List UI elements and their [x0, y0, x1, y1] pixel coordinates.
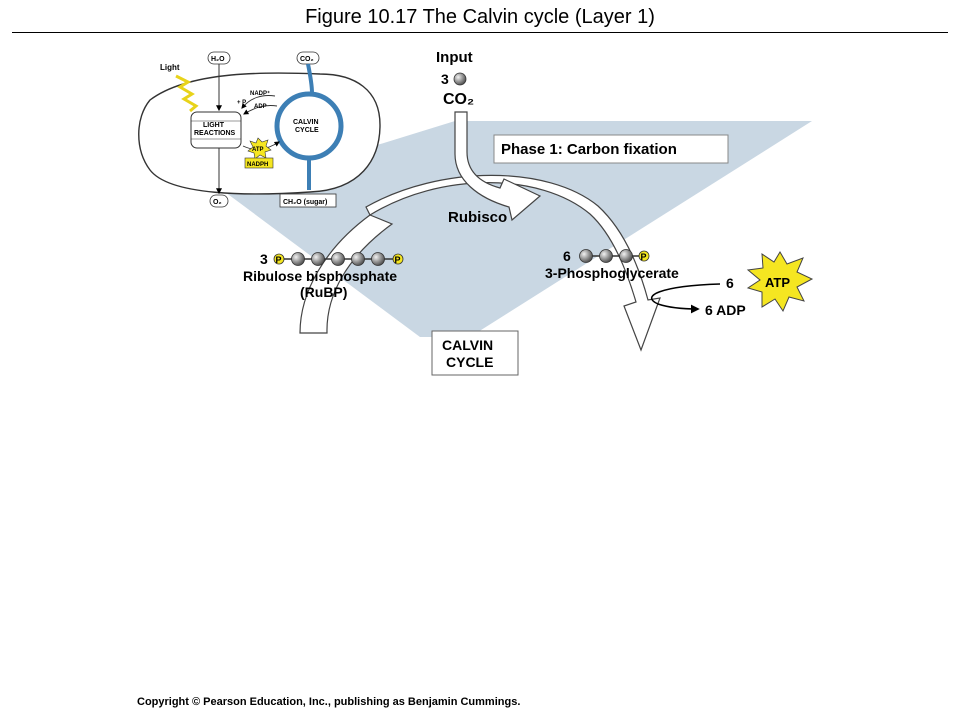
nadp-label: NADP⁺ — [250, 90, 270, 97]
phosphate-right — [392, 253, 404, 265]
o2-box — [209, 194, 229, 208]
input-arrow — [454, 111, 542, 222]
sugar-box — [279, 193, 337, 208]
h2o-label: H₂O — [211, 56, 225, 63]
o2-label: O₂ — [213, 199, 222, 206]
phase-1-region — [225, 121, 812, 337]
pga-carbon — [579, 249, 593, 263]
cycle-arrow-main — [365, 174, 661, 352]
rubp-carbon — [351, 252, 365, 266]
pga-name: 3-Phosphoglycerate — [545, 265, 679, 281]
phosphate-pga — [638, 250, 650, 262]
inset-atp-starburst — [247, 137, 272, 160]
light-bolt — [175, 74, 199, 113]
co2-molecule — [453, 72, 467, 86]
p-symbol-right: P — [395, 255, 401, 265]
inset-calvin-label-2: CYCLE — [295, 127, 319, 134]
copyright-notice: Copyright © Pearson Education, Inc., pub… — [137, 696, 521, 708]
nadp-arrow — [241, 95, 276, 109]
rubp-abbrev: (RuBP) — [300, 284, 347, 300]
rubp-carbon — [371, 252, 385, 266]
title-rule — [12, 32, 948, 33]
sugar-label: CH₂O (sugar) — [283, 199, 327, 206]
phase-label: Phase 1: Carbon fixation — [501, 141, 677, 158]
p-symbol-pga: P — [641, 252, 647, 262]
phase-label-box — [493, 134, 729, 164]
calvin-cycle-box — [431, 330, 519, 376]
phosphate-left — [273, 253, 285, 265]
enzyme-rubisco: Rubisco — [448, 209, 507, 226]
calvin-ring — [274, 91, 344, 161]
input-count: 3 — [441, 71, 449, 87]
light-reactions-label-1: LIGHT — [203, 122, 225, 129]
calvin-cycle-label-1: CALVIN — [442, 337, 493, 353]
rubp-carbon — [331, 252, 345, 266]
adp-arrow — [243, 105, 278, 115]
co2-in-arrow — [306, 63, 314, 94]
pga-count: 6 — [563, 248, 571, 264]
input-label: Input — [436, 49, 473, 66]
nadph-box — [244, 157, 274, 169]
pga-carbon — [599, 249, 613, 263]
atp-to-adp-arrow — [651, 283, 721, 314]
pi-label: + P — [237, 100, 246, 106]
pga-carbon — [619, 249, 633, 263]
atp-count: 6 — [726, 275, 734, 291]
rubp-name: Ribulose bisphosphate — [243, 268, 397, 284]
nadph-label: NADPH — [247, 162, 268, 168]
calvin-cycle-label-2: CYCLE — [446, 354, 493, 370]
inset-atp-label: ATP — [252, 147, 264, 153]
inset-co2-box — [296, 51, 320, 65]
light-label: Light — [160, 63, 180, 72]
input-molecule: CO₂ — [443, 91, 474, 108]
atp-label: ATP — [765, 275, 790, 290]
adp-label: 6 ADP — [705, 302, 746, 318]
atp-starburst — [746, 251, 814, 313]
p-symbol-left: P — [276, 255, 282, 265]
inset-co2-label: CO₂ — [300, 56, 314, 63]
rubp-carbon — [311, 252, 325, 266]
rubp-carbon — [291, 252, 305, 266]
cycle-arrow-left-tail — [299, 214, 394, 334]
inset-calvin-label-1: CALVIN — [293, 119, 319, 126]
rubp-count: 3 — [260, 251, 268, 267]
light-reactions-label-2: REACTIONS — [194, 130, 236, 137]
chloroplast-inset: LIGHT REACTIONS Light H₂O O₂ CALVIN CYCL… — [138, 51, 381, 208]
adp-inset-label: ADP — [254, 104, 267, 110]
figure-title: Figure 10.17 The Calvin cycle (Layer 1) — [305, 6, 655, 28]
